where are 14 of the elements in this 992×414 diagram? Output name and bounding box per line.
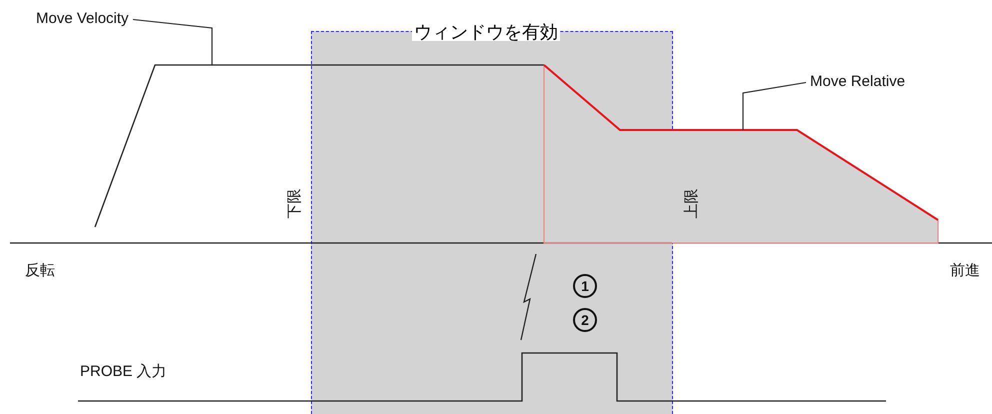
direction-label: 前進 bbox=[950, 263, 980, 280]
callout-text: Move Velocity bbox=[36, 11, 129, 28]
callout-text: Move Relative bbox=[810, 74, 906, 90]
signal-label: PROBE 入力 bbox=[80, 364, 167, 380]
direction-label: 反転 bbox=[25, 263, 55, 280]
callout-number: 1 bbox=[573, 274, 597, 298]
window-title: ウィンドウを有効 bbox=[412, 23, 560, 41]
velocity-profile-line bbox=[94, 64, 544, 228]
leader-line bbox=[742, 82, 806, 130]
leader-line bbox=[132, 18, 213, 65]
upper-limit-label: 上限 bbox=[684, 188, 700, 218]
relative-move-profile bbox=[543, 64, 939, 244]
callout-number: 2 bbox=[573, 308, 597, 332]
lower-limit-label: 下限 bbox=[286, 188, 304, 218]
